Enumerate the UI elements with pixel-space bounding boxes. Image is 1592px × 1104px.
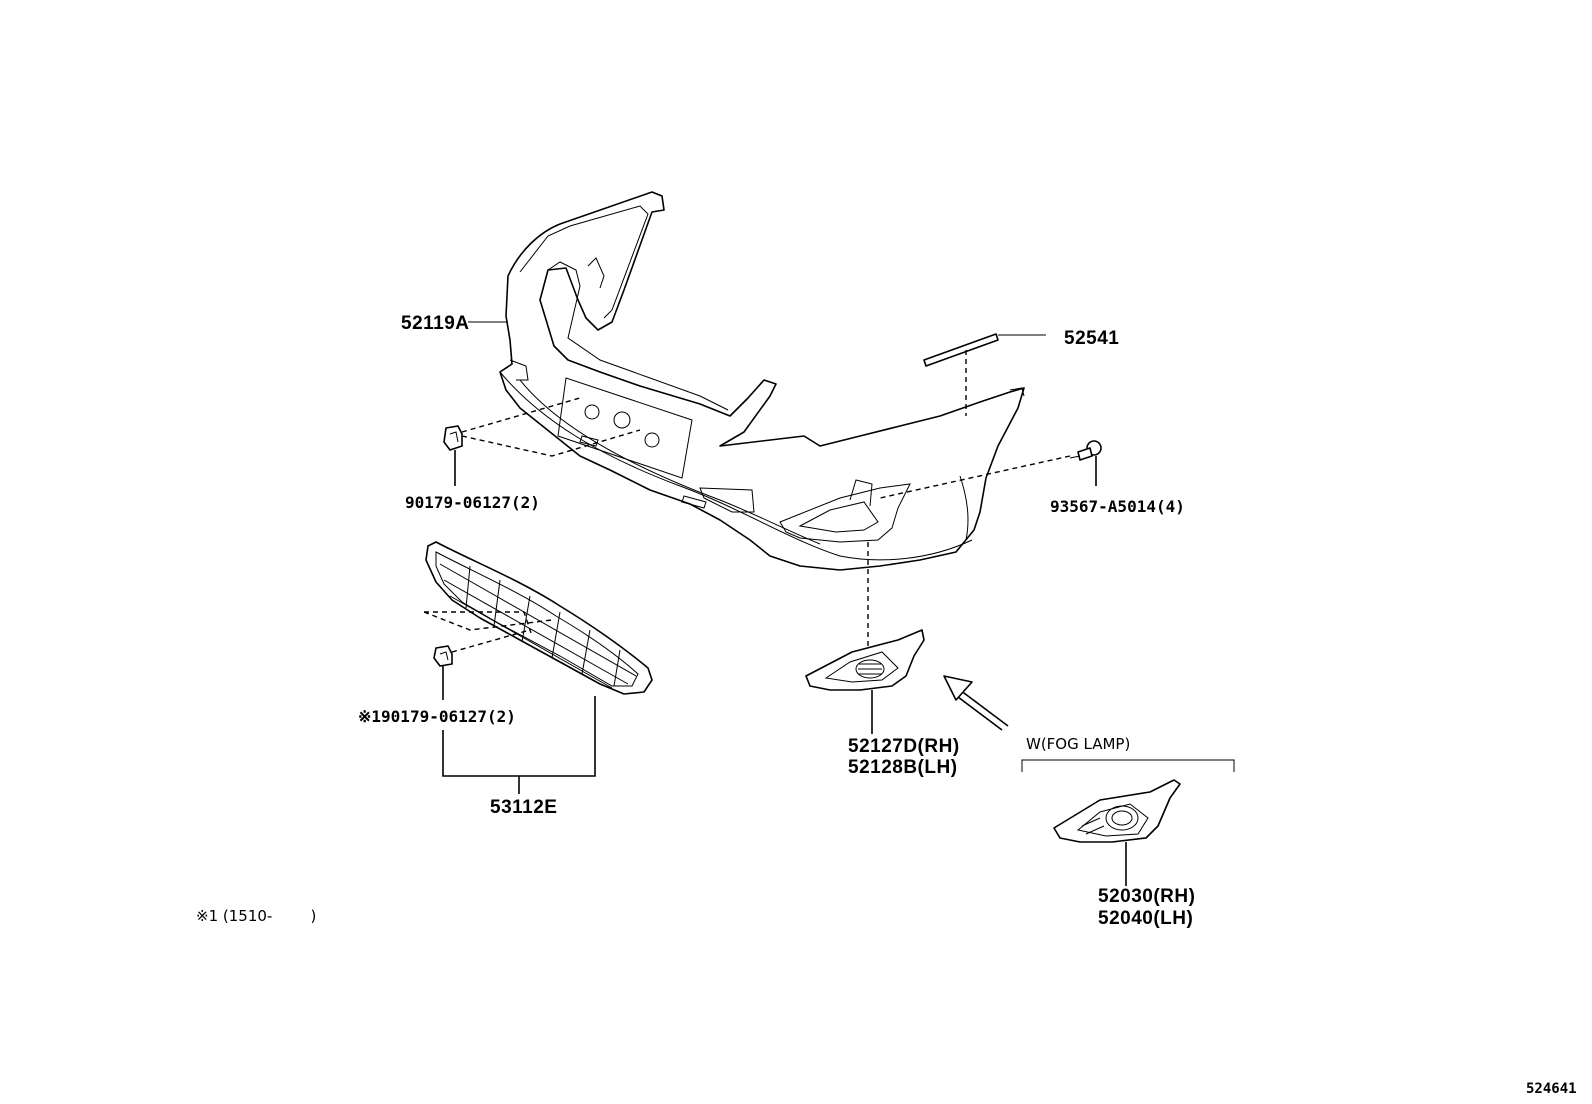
fog-cover-plain[interactable] [805, 629, 925, 691]
bracket-fog-lamp [1021, 759, 1235, 772]
label-cover-lh: 52128B(LH) [848, 757, 958, 778]
label-screw: 93567-A5014(4) [1050, 497, 1185, 516]
dash-clip-upper-a [461, 397, 581, 433]
label-retainer: 52541 [1064, 328, 1119, 349]
retainer-strip[interactable] [923, 333, 999, 367]
label-bumper-cover: 52119A [401, 313, 470, 334]
dash-grille-b [423, 611, 553, 631]
footnote: ※1 (1510- ) [196, 907, 316, 925]
label-clip-upper: 90179-06127(2) [405, 493, 540, 512]
fog-cover-lamp[interactable] [1053, 779, 1181, 843]
clip-lower[interactable] [433, 645, 453, 667]
dash-clip-upper-b [461, 429, 641, 457]
label-fog-group: W(FOG LAMP) [1026, 735, 1130, 753]
label-fog-cover-lh: 52040(LH) [1098, 908, 1193, 929]
dash-screw [879, 455, 1071, 499]
bumper-cover[interactable] [499, 191, 1025, 571]
clip-upper[interactable] [443, 425, 463, 451]
label-fog-cover-rh: 52030(RH) [1098, 886, 1195, 907]
lower-grille[interactable] [425, 541, 653, 695]
screw[interactable] [1069, 440, 1102, 461]
label-clip-lower: ※190179-06127(2) [358, 707, 516, 726]
dash-grille-a [424, 611, 533, 637]
label-grille: 53112E [490, 797, 557, 818]
view-arrow [943, 675, 1009, 731]
dash-clip-lower [451, 629, 531, 653]
label-cover-rh: 52127D(RH) [848, 736, 960, 757]
diagram-id: 524641 [1526, 1081, 1577, 1097]
